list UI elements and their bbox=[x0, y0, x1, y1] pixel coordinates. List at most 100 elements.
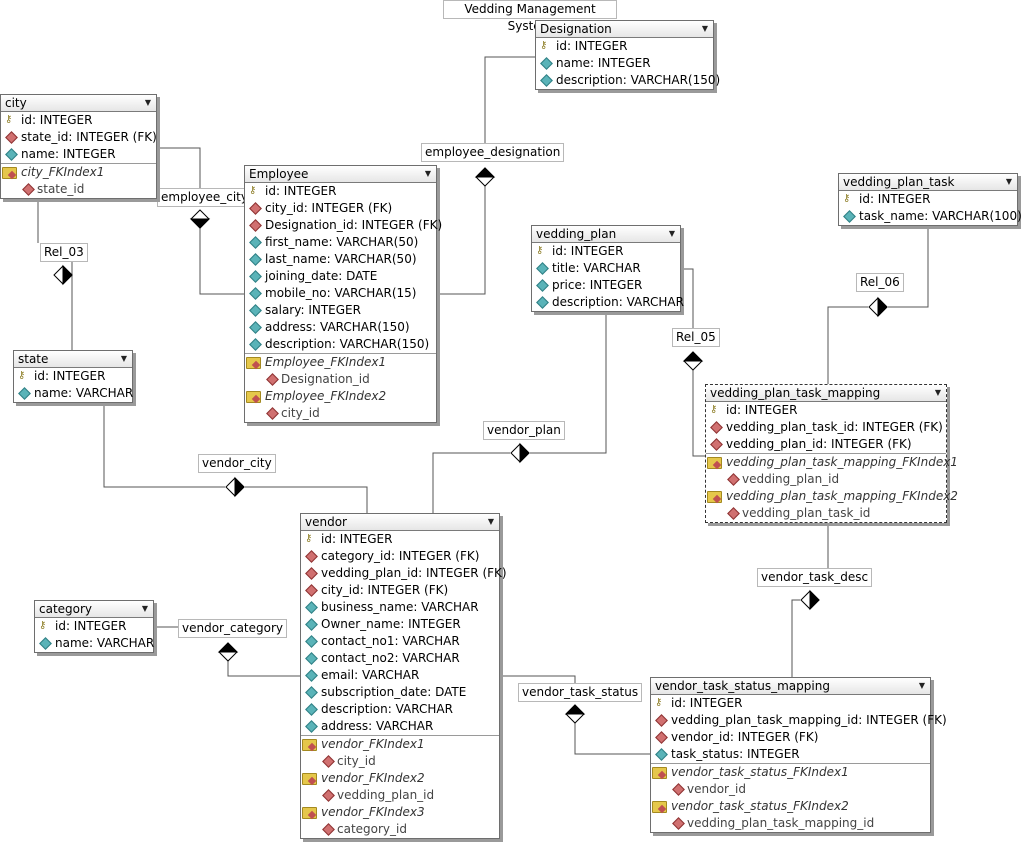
key-icon: ⚷ bbox=[540, 40, 548, 51]
table-vedding-plan-task[interactable]: vedding_plan_task ▼ ⚷id: INTEGER task_nam… bbox=[838, 173, 1022, 226]
index-folder-icon bbox=[652, 767, 667, 779]
chevron-down-icon[interactable]: ▼ bbox=[120, 354, 127, 363]
chevron-down-icon[interactable]: ▼ bbox=[487, 517, 494, 526]
column-row: ⚷id: INTEGER bbox=[710, 403, 798, 417]
relation-vendor-task-status[interactable]: vendor_task_status bbox=[518, 683, 643, 702]
column-row: ⚷id: INTEGER bbox=[249, 184, 337, 198]
column-row: ⚷id: INTEGER bbox=[536, 244, 624, 258]
index-column-icon bbox=[266, 407, 279, 420]
attribute-icon bbox=[249, 321, 262, 334]
table-title: city bbox=[5, 96, 27, 110]
attribute-icon bbox=[249, 253, 262, 266]
attribute-icon bbox=[39, 637, 52, 650]
relation-rel-06[interactable]: Rel_06 bbox=[856, 273, 904, 292]
index-column-icon bbox=[672, 817, 685, 830]
relation-rel-05[interactable]: Rel_05 bbox=[672, 328, 720, 347]
table-designation[interactable]: Designation▼ ⚷id: INTEGER name: INTEGER … bbox=[535, 20, 720, 90]
chevron-down-icon[interactable]: ▼ bbox=[144, 98, 151, 107]
chevron-down-icon[interactable]: ▼ bbox=[668, 229, 675, 238]
index-folder-icon bbox=[707, 457, 722, 469]
attribute-icon bbox=[305, 669, 318, 682]
index-column-icon bbox=[266, 373, 279, 386]
column-row: contact_no2: VARCHAR bbox=[301, 650, 499, 667]
index-folder-icon bbox=[707, 491, 722, 503]
table-category[interactable]: category▼ ⚷id: INTEGER name: VARCHAR bbox=[34, 600, 154, 653]
column-row: address: VARCHAR(150) bbox=[245, 319, 436, 336]
column-row: name: VARCHAR bbox=[35, 635, 154, 652]
table-employee[interactable]: Employee▼ ⚷id: INTEGER city_id: INTEGER … bbox=[244, 165, 442, 423]
key-icon: ⚷ bbox=[843, 193, 851, 204]
chevron-down-icon[interactable]: ▼ bbox=[918, 681, 925, 690]
table-title: Designation bbox=[540, 22, 612, 36]
attribute-icon bbox=[540, 57, 553, 70]
column-row: subscription_date: DATE bbox=[301, 684, 499, 701]
index-row: vendor_FKIndex1 bbox=[301, 735, 499, 753]
column-row: salary: INTEGER bbox=[245, 302, 436, 319]
attribute-icon bbox=[5, 148, 18, 161]
index-folder-icon bbox=[302, 739, 317, 751]
key-icon: ⚷ bbox=[39, 620, 47, 631]
column-row: vedding_plan_task_id: INTEGER (FK) bbox=[706, 419, 946, 436]
chevron-down-icon[interactable]: ▼ bbox=[424, 169, 431, 178]
index-folder-icon bbox=[652, 801, 667, 813]
relation-vendor-plan[interactable]: vendor_plan bbox=[483, 421, 565, 440]
column-row: ⚷id: INTEGER bbox=[843, 192, 931, 206]
table-title: state bbox=[18, 352, 49, 366]
column-row: ⚷id: INTEGER bbox=[540, 39, 628, 53]
relation-vendor-city[interactable]: vendor_city bbox=[198, 454, 276, 473]
column-row: task_status: INTEGER bbox=[651, 746, 930, 763]
column-row: task_name: VARCHAR(100) bbox=[839, 208, 1022, 225]
index-column-row: vedding_plan_id bbox=[301, 787, 499, 804]
chevron-down-icon[interactable]: ▼ bbox=[1005, 177, 1012, 186]
index-column-icon bbox=[22, 183, 35, 196]
index-column-row: vedding_plan_task_id bbox=[706, 505, 946, 522]
index-folder-icon bbox=[302, 807, 317, 819]
attribute-icon bbox=[540, 74, 553, 87]
attribute-icon bbox=[305, 720, 318, 733]
column-row: description: VARCHAR(150) bbox=[536, 72, 720, 89]
foreign-key-icon bbox=[655, 731, 668, 744]
relationship-markers bbox=[53, 167, 888, 724]
index-row: vedding_plan_task_mapping_FKIndex2 bbox=[706, 488, 958, 505]
chevron-down-icon[interactable]: ▼ bbox=[701, 24, 708, 33]
attribute-icon bbox=[655, 748, 668, 761]
table-title: vendor_task_status_mapping bbox=[655, 679, 830, 693]
index-folder-icon bbox=[302, 773, 317, 785]
index-column-row: vedding_plan_id bbox=[706, 471, 946, 488]
foreign-key-icon bbox=[5, 131, 18, 144]
column-row: vedding_plan_id: INTEGER (FK) bbox=[706, 436, 946, 453]
table-title: vedding_plan_task bbox=[843, 175, 955, 189]
table-vedding-plan-task-mapping[interactable]: vedding_plan_task_mapping▼ ⚷id: INTEGER … bbox=[705, 384, 958, 523]
index-folder-icon bbox=[2, 167, 17, 179]
foreign-key-icon bbox=[710, 438, 723, 451]
attribute-icon bbox=[249, 304, 262, 317]
table-vedding-plan[interactable]: vedding_plan▼ ⚷id: INTEGER title: VARCHA… bbox=[531, 225, 684, 312]
table-vendor-task-status-mapping[interactable]: vendor_task_status_mapping▼ ⚷id: INTEGER… bbox=[650, 677, 947, 833]
index-row: Employee_FKIndex2 bbox=[245, 388, 436, 405]
index-row: city_FKIndex1 bbox=[1, 163, 156, 181]
table-title: vendor bbox=[305, 515, 347, 529]
index-column-row: state_id bbox=[1, 181, 156, 198]
chevron-down-icon[interactable]: ▼ bbox=[141, 604, 148, 613]
key-icon: ⚷ bbox=[18, 370, 26, 381]
chevron-down-icon[interactable]: ▼ bbox=[934, 388, 941, 397]
table-title: Employee bbox=[249, 167, 309, 181]
table-state[interactable]: state▼ ⚷id: INTEGER name: VARCHAR bbox=[13, 350, 133, 403]
table-vendor[interactable]: vendor▼ ⚷id: INTEGER category_id: INTEGE… bbox=[300, 513, 507, 839]
attribute-icon bbox=[249, 338, 262, 351]
table-title: category bbox=[39, 602, 93, 616]
relation-employee-city[interactable]: employee_city bbox=[157, 188, 252, 207]
relation-employee-designation[interactable]: employee_designation bbox=[421, 143, 565, 162]
index-column-row: city_id bbox=[301, 753, 499, 770]
relation-vendor-task-desc[interactable]: vendor_task_desc bbox=[757, 568, 873, 587]
index-column-icon bbox=[322, 789, 335, 802]
attribute-icon bbox=[249, 287, 262, 300]
relation-rel-03[interactable]: Rel_03 bbox=[40, 243, 88, 262]
index-column-icon bbox=[322, 823, 335, 836]
table-city[interactable]: city▼ ⚷id: INTEGER state_id: INTEGER (FK… bbox=[0, 94, 157, 199]
column-row: category_id: INTEGER (FK) bbox=[301, 548, 499, 565]
index-column-icon bbox=[727, 507, 740, 520]
relation-vendor-category[interactable]: vendor_category bbox=[178, 619, 288, 638]
index-column-row: vendor_id bbox=[651, 781, 930, 798]
